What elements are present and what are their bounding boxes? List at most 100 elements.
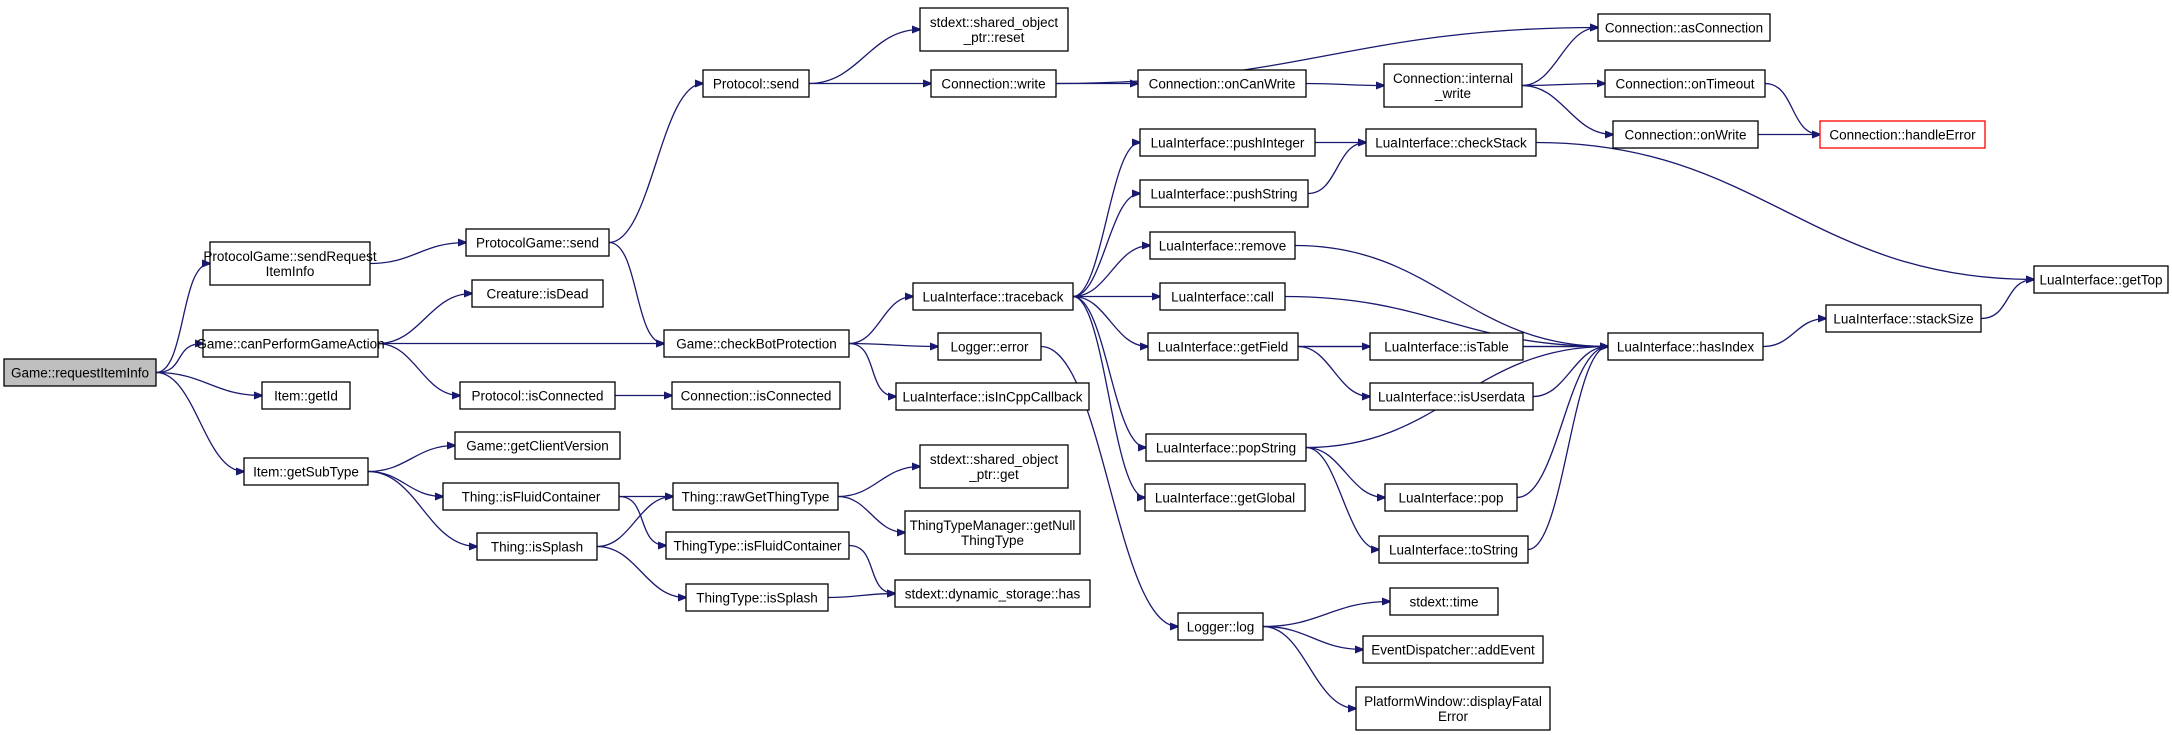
node-label: Logger::error <box>950 340 1029 355</box>
node-game-get-client-version[interactable]: Game::getClientVersion <box>454 431 621 460</box>
node-label: LuaInterface::pushString <box>1150 187 1297 202</box>
node-box <box>930 69 1057 98</box>
node-label: Connection::asConnection <box>1605 21 1763 36</box>
node-logger-log[interactable]: Logger::log <box>1177 612 1264 641</box>
node-label: Connection::write <box>941 77 1045 92</box>
node-connection-on-timeout[interactable]: Connection::onTimeout <box>1604 69 1766 98</box>
node-label: Thing::isFluidContainer <box>462 490 601 505</box>
node-box <box>243 457 369 486</box>
node-event-dispatcher-add-event[interactable]: EventDispatcher::addEvent <box>1362 635 1544 664</box>
node-can-perform-game-action[interactable]: Game::canPerformGameAction <box>196 329 385 358</box>
node-check-bot-protection[interactable]: Game::checkBotProtection <box>663 329 850 358</box>
node-lua-pop[interactable]: LuaInterface::pop <box>1384 483 1518 512</box>
node-shared-object-get[interactable]: stdext::shared_object_ptr::get <box>919 444 1069 489</box>
node-shared-object-reset[interactable]: stdext::shared_object_ptr::reset <box>919 7 1069 52</box>
node-thing-raw-get-thing-type[interactable]: Thing::rawGetThingType <box>672 482 839 511</box>
node-dynamic-storage-has[interactable]: stdext::dynamic_storage::has <box>894 579 1091 608</box>
node-connection-as-connection[interactable]: Connection::asConnection <box>1597 13 1771 42</box>
node-label: Item::getId <box>274 389 338 404</box>
edge-check-bot-protection-to-logger-error <box>848 344 938 347</box>
node-box <box>209 241 371 286</box>
node-label: Item::getSubType <box>253 465 359 480</box>
node-label: ItemInfo <box>266 264 315 279</box>
node-connection-on-can-write[interactable]: Connection::onCanWrite <box>1137 69 1307 98</box>
edge-item-get-sub-type-to-game-get-client-version <box>367 446 455 473</box>
node-protocol-game-send[interactable]: ProtocolGame::send <box>465 228 610 257</box>
edge-can-perform-game-action-to-creature-is-dead <box>377 294 472 345</box>
node-lua-is-userdata[interactable]: LuaInterface::isUserdata <box>1369 382 1534 411</box>
node-lua-remove[interactable]: LuaInterface::remove <box>1149 231 1296 260</box>
node-box <box>1145 433 1307 462</box>
node-connection-write[interactable]: Connection::write <box>930 69 1057 98</box>
node-logger-error[interactable]: Logger::error <box>937 332 1042 361</box>
node-connection-internal-write[interactable]: Connection::internal_write <box>1383 63 1523 108</box>
node-creature-is-dead[interactable]: Creature::isDead <box>471 279 604 308</box>
node-lua-get-field[interactable]: LuaInterface::getField <box>1147 332 1299 361</box>
node-box <box>1378 535 1529 564</box>
node-box <box>919 7 1069 52</box>
node-connection-on-write[interactable]: Connection::onWrite <box>1612 120 1759 149</box>
node-item-get-sub-type[interactable]: Item::getSubType <box>243 457 369 486</box>
node-box <box>454 431 621 460</box>
edge-check-bot-protection-to-lua-traceback <box>848 297 913 345</box>
edge-request-item-info-to-can-perform-game-action <box>155 344 203 374</box>
node-box <box>1365 128 1537 157</box>
node-protocol-is-connected[interactable]: Protocol::isConnected <box>459 381 616 410</box>
node-lua-stack-size[interactable]: LuaInterface::stackSize <box>1825 304 1982 333</box>
node-lua-is-in-cpp-callback[interactable]: LuaInterface::isInCppCallback <box>895 382 1090 411</box>
node-box <box>2033 265 2169 294</box>
node-box <box>895 382 1090 411</box>
node-lua-call[interactable]: LuaInterface::call <box>1159 282 1286 311</box>
node-label: Connection::handleError <box>1829 128 1976 143</box>
node-lua-get-global[interactable]: LuaInterface::getGlobal <box>1144 483 1306 512</box>
node-box <box>904 510 1081 555</box>
node-box <box>671 381 841 410</box>
node-connection-is-connected[interactable]: Connection::isConnected <box>671 381 841 410</box>
node-thing-is-fluid-container[interactable]: Thing::isFluidContainer <box>442 482 620 511</box>
edge-can-perform-game-action-to-protocol-is-connected <box>377 342 460 396</box>
node-label: ThingType::isFluidContainer <box>673 539 842 554</box>
node-box <box>702 69 810 98</box>
node-item-get-id[interactable]: Item::getId <box>261 381 351 410</box>
node-box <box>1362 635 1544 664</box>
node-protocol-send[interactable]: Protocol::send <box>702 69 810 98</box>
node-lua-traceback[interactable]: LuaInterface::traceback <box>912 282 1074 311</box>
node-box <box>1159 282 1286 311</box>
node-label: Protocol::isConnected <box>471 389 603 404</box>
node-label: LuaInterface::getTop <box>2039 273 2162 288</box>
node-label: ThingTypeManager::getNull <box>910 518 1076 533</box>
node-label: Error <box>1438 709 1469 724</box>
node-label: stdext::shared_object <box>930 452 1059 467</box>
edge-thing-type-is-fluid-container-to-dynamic-storage-has <box>848 544 895 594</box>
node-box <box>1144 483 1306 512</box>
node-label: stdext::shared_object <box>930 15 1059 30</box>
nodes-layer: Game::requestItemInfo ProtocolGame::sendR… <box>3 7 2169 731</box>
node-box <box>1369 382 1534 411</box>
node-stdext-time[interactable]: stdext::time <box>1389 587 1499 616</box>
node-request-item-info[interactable]: Game::requestItemInfo <box>3 358 157 387</box>
node-lua-get-top[interactable]: LuaInterface::getTop <box>2033 265 2169 294</box>
edge-thing-is-splash-to-thing-raw-get-thing-type <box>596 497 673 548</box>
edge-lua-traceback-to-lua-remove <box>1072 246 1150 298</box>
node-lua-push-integer[interactable]: LuaInterface::pushInteger <box>1139 128 1316 157</box>
node-lua-is-table[interactable]: LuaInterface::isTable <box>1369 332 1524 361</box>
node-lua-has-index[interactable]: LuaInterface::hasIndex <box>1607 332 1764 361</box>
node-thing-type-is-fluid-container[interactable]: ThingType::isFluidContainer <box>665 531 850 560</box>
node-lua-to-string[interactable]: LuaInterface::toString <box>1378 535 1529 564</box>
node-box <box>1819 120 1986 149</box>
node-label: Connection::onCanWrite <box>1149 77 1296 92</box>
node-thing-is-splash[interactable]: Thing::isSplash <box>476 532 598 561</box>
node-lua-push-string[interactable]: LuaInterface::pushString <box>1139 179 1309 208</box>
node-lua-check-stack[interactable]: LuaInterface::checkStack <box>1365 128 1537 157</box>
edge-connection-internal-write-to-connection-on-write <box>1521 84 1613 135</box>
node-connection-handle-error[interactable]: Connection::handleError <box>1819 120 1986 149</box>
edge-lua-traceback-to-lua-get-field <box>1072 295 1148 347</box>
node-lua-pop-string[interactable]: LuaInterface::popString <box>1145 433 1307 462</box>
node-label: Protocol::send <box>713 77 799 92</box>
node-box <box>663 329 850 358</box>
node-thing-type-is-splash[interactable]: ThingType::isSplash <box>685 583 829 612</box>
